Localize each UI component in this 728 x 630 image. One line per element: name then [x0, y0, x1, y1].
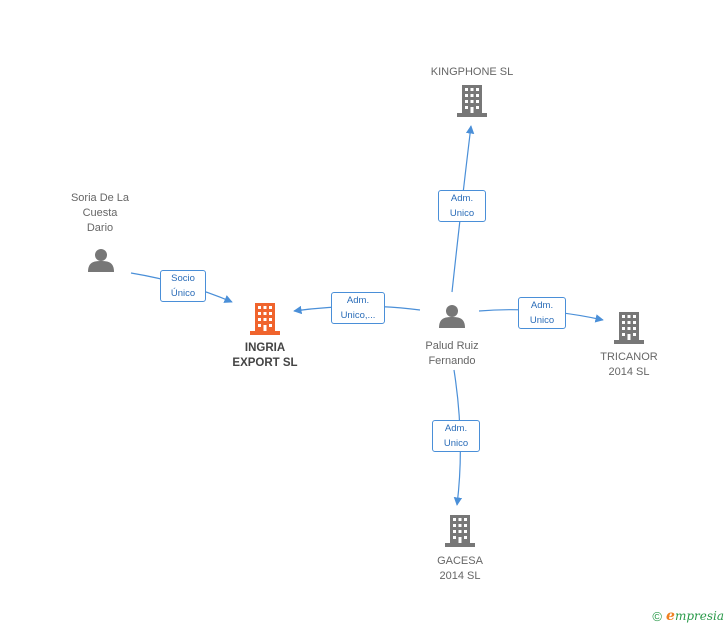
edge-label-palud-gacesa: Adm. Unico — [432, 420, 480, 452]
node-label-ingria[interactable]: INGRIA EXPORT SL — [232, 342, 298, 369]
building-icon[interactable] — [445, 515, 475, 547]
edge-label-soria-ingria: Socio Único — [160, 270, 206, 302]
building-icon[interactable] — [250, 303, 280, 335]
edge-label-palud-kingphone: Adm. Unico — [438, 190, 486, 222]
edge-label-palud-ingria: Adm. Unico,... — [331, 292, 385, 324]
node-label-kingphone[interactable]: KINGPHONE SL — [430, 66, 514, 78]
node-label-tricanor[interactable]: TRICANOR 2014 SL — [600, 351, 658, 378]
edge-label-palud-tricanor: Adm. Unico — [518, 297, 566, 329]
logo-letter-e: e — [666, 608, 675, 624]
building-icon[interactable] — [457, 85, 487, 117]
person-icon[interactable] — [439, 305, 465, 328]
building-icon[interactable] — [614, 312, 644, 344]
node-label-gacesa[interactable]: GACESA 2014 SL — [437, 555, 483, 582]
copyright-symbol: © — [652, 608, 663, 624]
node-label-soria[interactable]: Soria De La Cuesta Dario — [70, 192, 130, 234]
node-label-palud[interactable]: Palud Ruiz Fernando — [425, 340, 479, 367]
logo-text: mpresia — [674, 609, 724, 623]
brand-logo: © empresia — [652, 608, 724, 624]
person-icon[interactable] — [88, 249, 114, 272]
